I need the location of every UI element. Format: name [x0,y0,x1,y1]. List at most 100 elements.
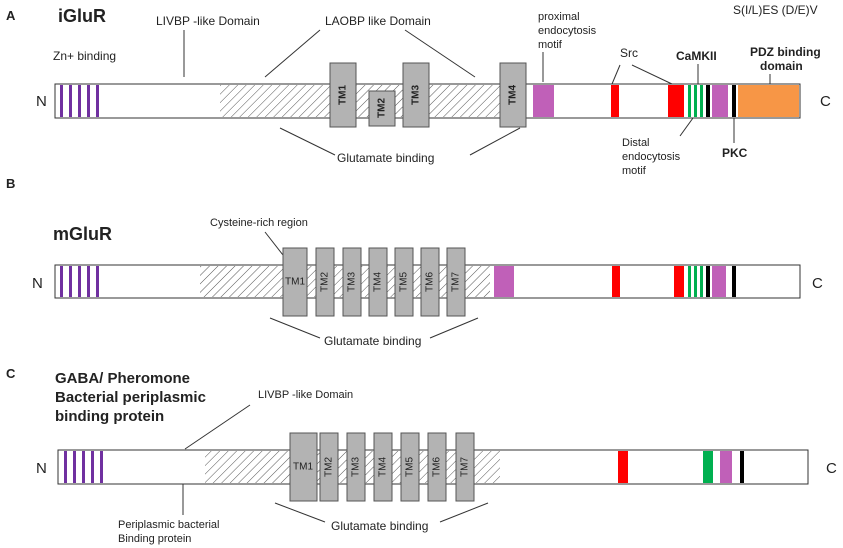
zn-binding-stripes [60,85,99,117]
zn-stripe [69,85,72,117]
pdz-label-1: PDZ binding [750,45,821,59]
tm2-box-a [368,90,396,127]
tm4-label-a: TM4 [508,85,519,105]
panel-letter-b: B [6,176,15,191]
zn-stripe [78,85,81,117]
tm4-box-c [373,432,393,502]
glutamate-leader-right-a [469,127,521,156]
laobp-leader-right [404,29,476,78]
pkc-site-c [740,451,744,483]
zn-stripe [73,451,76,483]
proximal-label-1: proximal [538,11,580,23]
camkii-site [694,85,697,117]
tm2-box-b [315,247,335,317]
n-terminus-c: N [36,460,47,477]
distal-leader [679,117,694,137]
pdz-label-2: domain [760,59,803,73]
tm3-label-c: TM3 [351,457,362,477]
pkc-site-b [706,266,710,297]
panel-c: C GABA/ Pheromone Bacterial periplasmic … [6,366,837,545]
zn-stripe [96,85,99,117]
periplasmic-label-1: Periplasmic bacterial [118,519,219,531]
tm7-box-c [455,432,475,502]
tm3-label-b: TM3 [347,272,358,292]
src-leader-left [611,64,621,85]
proximal-label-3: motif [538,39,563,51]
laobp-label: LAOBP like Domain [325,14,431,28]
mglur-purple-stripes [60,266,99,297]
distal-endocytosis-motif [712,85,728,117]
camkii-site [688,85,691,117]
pkc-site-2 [732,85,736,117]
tm4-box-b [368,247,388,317]
camkii-label: CaMKII [676,49,717,63]
tm5-label-b: TM5 [399,272,410,292]
tm1-label-c: TM1 [293,462,313,473]
tm2-label-a: TM2 [377,98,388,118]
tm4-label-b: TM4 [373,272,384,292]
tm5-label-c: TM5 [405,457,416,477]
livbp-label-c: LIVBP -like Domain [258,389,353,401]
sequence-label: S(I/L)ES (D/E)V [733,3,818,17]
glutamate-leader-right-b [429,317,479,339]
tm2-box-c [319,432,339,502]
proximal-label-2: endocytosis [538,25,597,37]
distal-motif-c [720,451,732,483]
tm1-box-a [329,62,357,128]
panel-c-title-3: binding protein [55,408,164,425]
zn-stripe [69,266,72,297]
tm7-box-b [446,247,466,317]
src-site [611,85,619,117]
proximal-endocytosis-motif-b [494,266,514,297]
src-site-b [612,266,620,297]
panel-letter-c: C [6,366,16,381]
src-site-b-2 [674,266,684,297]
camkii-site-b [694,266,697,297]
glutamate-label-a: Glutamate binding [337,151,434,165]
tm1-label-a: TM1 [338,85,349,105]
tm7-label-c: TM7 [460,457,471,477]
tm6-box-c [427,432,447,502]
zn-binding-label: Zn+ binding [53,49,116,63]
zn-stripe [100,451,103,483]
c-terminus-c: C [826,460,837,477]
glutamate-leader-left-a [279,127,336,156]
pkc-site-b-2 [732,266,736,297]
zn-stripe [60,85,63,117]
laobp-leader-left [264,29,321,78]
tm3-box-a [402,62,430,128]
zn-stripe [82,451,85,483]
gaba-purple-stripes [64,451,103,483]
panel-a: A iGluR Zn+ binding LIVBP -like Domain L… [6,3,831,177]
livbp-label-a: LIVBP -like Domain [156,14,260,28]
panel-b: B mGluR Cysteine-rich region TM1 TM2 TM3… [6,176,823,348]
camkii-site-b [700,266,703,297]
camkii-site-c [703,451,713,483]
src-leader-right [631,64,673,85]
livbp-leader-c [184,404,251,450]
cysteine-label: Cysteine-rich region [210,217,308,229]
tm2-label-c: TM2 [324,457,335,477]
tm4-label-c: TM4 [378,457,389,477]
tm7-label-b: TM7 [451,272,462,292]
camkii-site [700,85,703,117]
pkc-label: PKC [722,146,748,160]
proximal-endocytosis-motif [533,85,554,117]
tm1-box-b [282,247,308,317]
tm4-box-a [499,62,527,128]
tm3-box-b [342,247,362,317]
panel-letter-a: A [6,8,16,23]
camkii-site-b [688,266,691,297]
periplasmic-label-2: Binding protein [118,533,191,545]
zn-stripe [87,266,90,297]
src-site-2 [668,85,684,117]
iglur-hatched-domain [220,85,500,117]
glutamate-leader-right-c [439,502,489,523]
c-terminus-a: C [820,93,831,110]
zn-stripe [78,266,81,297]
panel-c-title-2: Bacterial periplasmic [55,389,206,406]
zn-stripe [87,85,90,117]
distal-label-1: Distal [622,137,650,149]
tm6-box-b [420,247,440,317]
